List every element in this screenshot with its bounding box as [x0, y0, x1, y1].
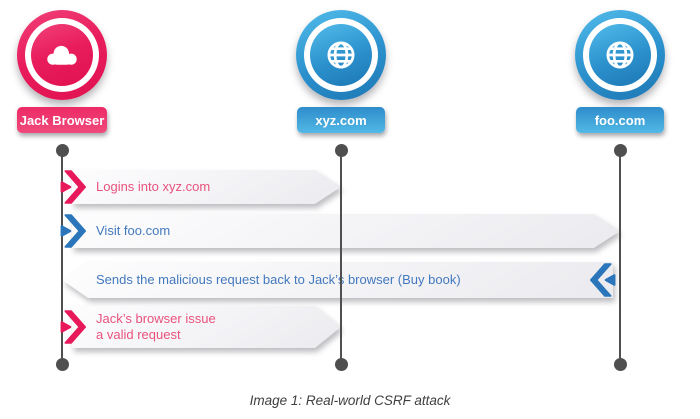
arrow-right-icon — [60, 214, 86, 248]
actor-label-xyz: xyz.com — [297, 107, 385, 133]
message-banner-visit-foo: Visit foo.com — [72, 214, 620, 248]
message-text: Visit foo.com — [96, 223, 171, 238]
message-banner-login: Logins into xyz.com — [72, 170, 341, 204]
lifeline-jack-browser — [55, 144, 69, 371]
message-banner-valid-request: Jack’s browser issue a valid request — [72, 306, 341, 348]
avatar-inner — [589, 24, 651, 86]
lifeline-xyz — [334, 144, 348, 371]
actor-label-jack-browser: Jack Browser — [17, 107, 107, 133]
globe-icon — [606, 41, 634, 69]
lifeline-foo — [613, 144, 627, 371]
message-text-line2: a valid request — [96, 327, 181, 342]
globe-icon — [327, 41, 355, 69]
cloud-icon — [47, 45, 77, 65]
message-text-line1: Jack’s browser issue — [96, 311, 216, 326]
actor-xyz-avatar — [296, 10, 386, 100]
avatar-inner — [31, 24, 93, 86]
arrow-left-icon — [590, 263, 616, 297]
arrow-right-icon — [60, 310, 86, 344]
arrow-right-icon — [60, 170, 86, 204]
actor-label-foo: foo.com — [576, 107, 664, 133]
message-banner-malicious-request: Sends the malicious request back to Jack… — [62, 262, 613, 298]
message-text: Logins into xyz.com — [96, 179, 211, 194]
message-text: Sends the malicious request back to Jack… — [96, 272, 461, 287]
actor-jack-browser-avatar — [17, 10, 107, 100]
figure-caption: Image 1: Real-world CSRF attack — [249, 393, 451, 408]
actor-foo-avatar — [575, 10, 665, 100]
avatar-inner — [310, 24, 372, 86]
